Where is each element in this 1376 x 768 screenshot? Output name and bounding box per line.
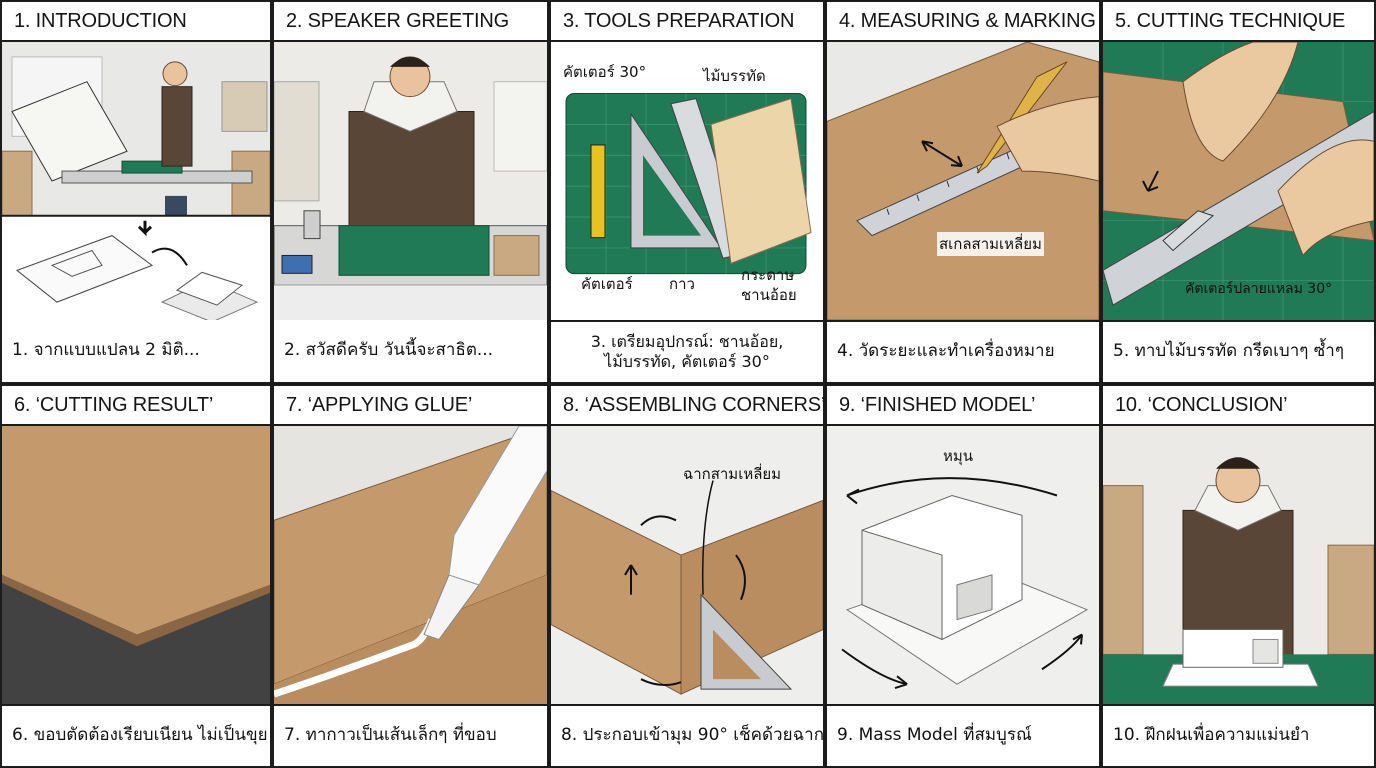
panel-title: 2. SPEAKER GREETING: [274, 2, 547, 42]
panel-caption: 10. ฝึกฝนเพื่อความแม่นยำ: [1103, 704, 1374, 766]
panel-illustration: [274, 42, 547, 320]
panel-illustration: [1103, 426, 1374, 704]
finished-model-illustration: [827, 426, 1099, 704]
panel-caption: 7. ทากาวเป็นเส้นเล็กๆ ที่ขอบ: [274, 704, 547, 766]
panel-illustration: สเกลสามเหลี่ยม: [827, 42, 1099, 320]
panel-tools-preparation: 3. TOOLS PREPARATION คัตเตอร์ 30°: [549, 0, 825, 384]
panel-title: 1. INTRODUCTION: [2, 2, 270, 42]
panel-measuring-marking: 4. MEASURING & MARKING สเกลสามเหลี่ยม 4.…: [825, 0, 1101, 384]
panel-cutting-technique: 5. CUTTING TECHNIQUE คัตเตอร์ปลายแหลม 30…: [1101, 0, 1376, 384]
panel-title: 9. ‘FINISHED MODEL’: [827, 386, 1099, 426]
panel-caption: 6. ขอบตัดต้องเรียบเนียน ไม่เป็นขุย: [2, 704, 270, 766]
label-cutter: คัตเตอร์: [581, 275, 633, 293]
cut-edge-illustration: [2, 426, 270, 704]
panel-introduction: 1. INTRODUCTION: [0, 0, 272, 384]
panel-speaker-greeting: 2. SPEAKER GREETING 2. สวัสดีครับ วันนี้…: [272, 0, 549, 384]
panel-caption: 8. ประกอบเข้ามุม 90° เช็คด้วยฉาก: [551, 704, 823, 766]
label-triangle-scale: สเกลสามเหลี่ยม: [937, 232, 1044, 256]
measuring-illustration: [827, 42, 1099, 320]
label-paper: กระดาษ ชานอ้อย: [741, 266, 797, 304]
panel-title: 4. MEASURING & MARKING: [827, 2, 1099, 42]
panel-illustration: [2, 426, 270, 704]
panel-caption: 3. เตรียมอุปกรณ์: ชานอ้อย, ไม้บรรทัด, คั…: [551, 320, 823, 382]
label-rotate: หมุน: [943, 447, 974, 465]
panel-finished-model: 9. ‘FINISHED MODEL’ หมุน 9. Mass Model ท…: [825, 384, 1101, 768]
panel-assembling-corners: 8. ‘ASSEMBLING CORNERS’ ฉากสามเหลี่ยม 8.…: [549, 384, 825, 768]
panel-caption: 1. จากแบบแปลน 2 มิติ...: [2, 320, 270, 382]
panel-caption: 2. สวัสดีครับ วันนี้จะสาธิต...: [274, 320, 547, 382]
panel-title: 10. ‘CONCLUSION’: [1103, 386, 1374, 426]
corner-assembly-illustration: [551, 426, 823, 704]
panel-caption: 9. Mass Model ที่สมบูรณ์: [827, 704, 1099, 766]
panel-illustration: [274, 426, 547, 704]
label-glue: กาว: [669, 275, 695, 293]
tools-illustration: [565, 92, 812, 275]
conclusion-illustration: [1103, 426, 1374, 704]
panel-title: 6. ‘CUTTING RESULT’: [2, 386, 270, 426]
drafting-scene-illustration: [2, 42, 270, 320]
panel-title: 8. ‘ASSEMBLING CORNERS’: [551, 386, 823, 426]
panel-applying-glue: 7. ‘APPLYING GLUE’ 7. ทากาวเป็นเส้นเล็กๆ…: [272, 384, 549, 768]
glue-illustration: [274, 426, 547, 704]
label-ruler: ไม้บรรทัด: [703, 67, 766, 85]
panel-conclusion: 10. ‘CONCLUSION’ 10. ฝึกฝนเพื่อความแม่นย…: [1101, 384, 1376, 768]
panel-cutting-result: 6. ‘CUTTING RESULT’ 6. ขอบตัดต้องเรียบเน…: [0, 384, 272, 768]
panel-title: 3. TOOLS PREPARATION: [551, 2, 823, 42]
panel-caption: 5. ทาบไม้บรรทัด กรีดเบาๆ ซ้ำๆ: [1103, 320, 1374, 382]
panel-title: 5. CUTTING TECHNIQUE: [1103, 2, 1374, 42]
panel-illustration: ฉากสามเหลี่ยม: [551, 426, 823, 704]
label-pointed-cutter: คัตเตอร์ปลายแหลม 30°: [1185, 281, 1333, 297]
cutting-illustration: [1103, 42, 1374, 320]
label-cutter-30: คัตเตอร์ 30°: [563, 63, 647, 81]
label-set-square: ฉากสามเหลี่ยม: [683, 465, 782, 483]
speaker-scene-illustration: [274, 42, 547, 320]
panel-illustration: [2, 42, 270, 320]
panel-illustration: คัตเตอร์ปลายแหลม 30°: [1103, 42, 1374, 320]
panel-title: 7. ‘APPLYING GLUE’: [274, 386, 547, 426]
panel-caption: 4. วัดระยะและทำเครื่องหมาย: [827, 320, 1099, 382]
panel-illustration: คัตเตอร์ 30° ไม้บรรทัด คัตเตอร์ กาว กระด…: [551, 42, 823, 320]
panel-illustration: หมุน: [827, 426, 1099, 704]
